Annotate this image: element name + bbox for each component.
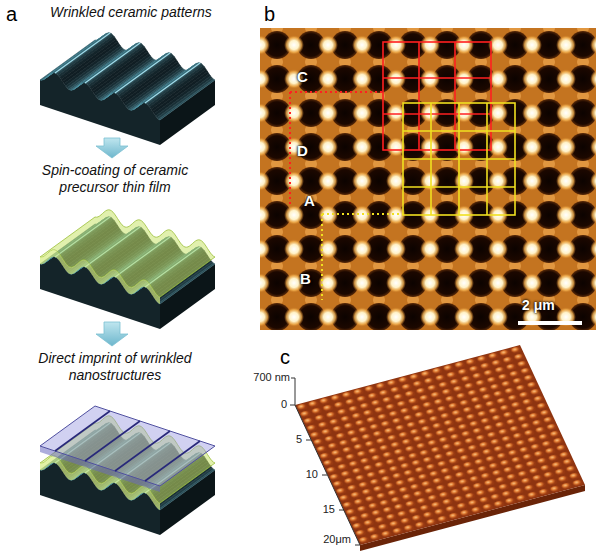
crest-line — [145, 63, 200, 103]
axis-label: 700 nm — [253, 371, 290, 384]
axis-tick: 5 — [296, 433, 302, 446]
panel-letter: b — [264, 2, 275, 26]
surface-map — [295, 345, 585, 545]
axis — [290, 378, 360, 545]
stamp-line — [55, 411, 110, 451]
red-grid — [383, 42, 491, 150]
crest-line — [55, 33, 110, 73]
axis-tick: 0 — [281, 398, 287, 411]
afm-surface — [290, 345, 585, 551]
axis-label: 20μm — [323, 533, 351, 546]
slab-ridge — [159, 79, 216, 120]
imprint-stamp — [40, 406, 215, 486]
crest-line — [115, 53, 170, 93]
scale-label: 2 μm — [522, 297, 555, 314]
wrinkled-slab — [40, 210, 215, 329]
stamp-line — [85, 421, 140, 461]
yellow-profile-line — [322, 214, 403, 300]
stamp-line — [145, 441, 200, 481]
slab-ridge — [154, 74, 211, 116]
step-label: Spin-coating of ceramic precursor thin f… — [22, 162, 208, 196]
axis-tick: 15 — [323, 503, 335, 516]
process-schematic — [40, 33, 215, 535]
slab-ridge — [153, 72, 210, 114]
film-edge — [40, 250, 160, 304]
step-label: Direct imprint of wrinkled nanostructure… — [22, 350, 208, 384]
process-arrow — [96, 322, 128, 346]
slab-ridge — [156, 76, 213, 118]
scale-bar — [518, 321, 582, 325]
micrograph-image — [260, 28, 596, 330]
wrinkled-slab — [40, 406, 215, 535]
step-label: Wrinkled ceramic patterns — [50, 4, 250, 21]
profile-marker: D — [297, 142, 308, 160]
process-arrow — [96, 138, 128, 158]
precursor-film — [40, 210, 215, 297]
stamp-line — [115, 431, 170, 471]
slab-ridge — [157, 78, 214, 119]
profile-marker: B — [300, 270, 311, 288]
profile-marker: C — [297, 68, 308, 86]
red-profile-line — [290, 92, 383, 205]
yellow-grid — [403, 103, 515, 215]
panel-letter: c — [280, 345, 290, 369]
wrinkled-slab — [40, 33, 215, 145]
axis-tick: 10 — [306, 468, 318, 481]
panel-letter: a — [6, 2, 17, 26]
micrograph — [260, 28, 596, 330]
profile-marker: A — [304, 192, 315, 210]
crest-line — [85, 43, 140, 83]
